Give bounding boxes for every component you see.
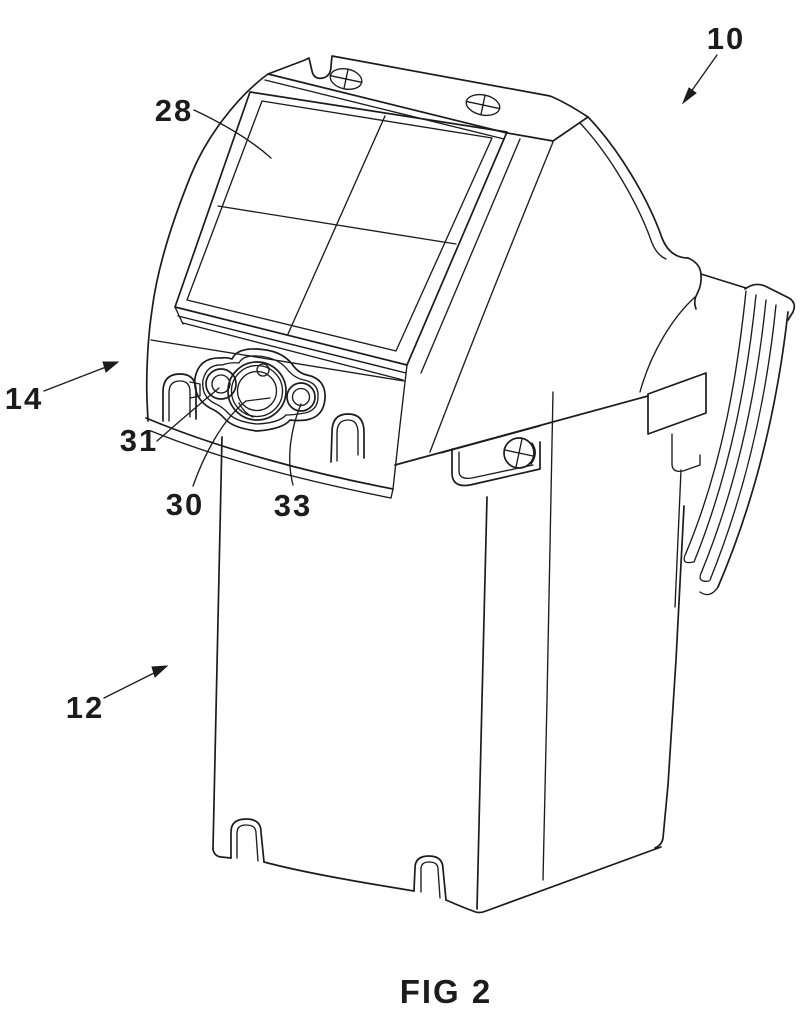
- display-panel: [174, 91, 508, 366]
- cluster-bezel-inner: [202, 355, 319, 425]
- reference-labels: 10 28 14 31 30 33 12: [5, 21, 745, 725]
- side-screw-recess: [451, 437, 541, 487]
- leader-arrow-10: [687, 54, 718, 97]
- figure-caption: FIG 2: [400, 973, 493, 1010]
- leader-arrow-14: [43, 366, 107, 392]
- ref-label-33: 33: [274, 488, 312, 523]
- body-front-right-corner: [476, 496, 488, 910]
- lens-dot: [256, 363, 270, 377]
- ref-label-31: 31: [120, 423, 158, 458]
- body-right-edge: [654, 505, 685, 849]
- leader-31: [156, 387, 220, 442]
- right-port: [286, 382, 316, 412]
- body-left-edge: [212, 436, 223, 850]
- device-head: [145, 55, 696, 499]
- arrowhead-14-icon: [102, 361, 120, 373]
- ref-label-14: 14: [5, 381, 43, 416]
- body-side-groove: [542, 391, 554, 881]
- ref-label-12: 12: [66, 690, 104, 725]
- flap-bracket: [647, 257, 796, 608]
- head-right-arch-notch: [330, 413, 365, 463]
- arrowhead-12-icon: [151, 665, 169, 678]
- arrowhead-10-icon: [681, 87, 697, 105]
- device-body: [212, 391, 685, 914]
- lens-cluster: [193, 348, 326, 432]
- top-screw-left-icon: [329, 67, 363, 91]
- flap-cap: [744, 283, 796, 321]
- head-left-profile: [145, 73, 269, 422]
- center-lens: [227, 361, 287, 421]
- ref-label-30: 30: [166, 487, 204, 522]
- top-screw-right-icon: [465, 93, 501, 117]
- leader-arrow-12: [103, 672, 155, 699]
- panel-grid-horizontal: [217, 205, 457, 245]
- leader-33: [289, 403, 302, 486]
- leader-30: [192, 397, 271, 487]
- ref-label-28: 28: [155, 93, 193, 128]
- cluster-bezel-outer: [193, 348, 326, 432]
- ref-label-10: 10: [707, 21, 745, 56]
- body-bottom-arch-left: [230, 818, 265, 863]
- top-face: [267, 55, 589, 142]
- reference-leaders: [43, 54, 718, 699]
- left-port: [205, 368, 237, 400]
- side-screw-icon: [503, 437, 535, 469]
- body-bottom-arch-center: [413, 855, 447, 901]
- leader-28: [193, 109, 272, 159]
